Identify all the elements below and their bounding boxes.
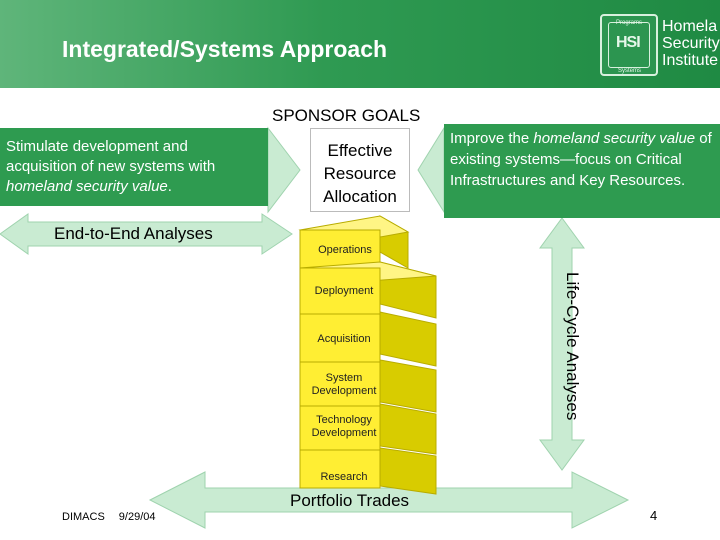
arrow-right-to-center bbox=[417, 126, 445, 214]
block-research bbox=[299, 447, 437, 495]
goal-center-line-3: Allocation bbox=[323, 187, 397, 206]
hsi-logo: Programs HSI Systems bbox=[600, 14, 658, 76]
block-system-development bbox=[299, 359, 437, 413]
logo-frame bbox=[608, 22, 650, 68]
goal-right-text-b: homeland security value bbox=[533, 130, 696, 147]
logo-top-label: Programs bbox=[616, 20, 643, 26]
institute-line-3: Institute bbox=[662, 52, 719, 69]
goal-center-line-1: Effective bbox=[327, 141, 393, 160]
goal-improve-existing-systems: Improve the homeland security value of e… bbox=[444, 124, 720, 218]
logo-mark: HSI bbox=[616, 34, 641, 51]
life-cycle-analyses-label: Life-Cycle Analyses bbox=[563, 272, 582, 421]
end-to-end-arrow bbox=[0, 213, 293, 255]
portfolio-trades-label: Portfolio Trades bbox=[290, 491, 410, 510]
block-operations bbox=[298, 215, 410, 269]
stage-label-system-development-2: Development bbox=[311, 385, 377, 397]
block-technology-development bbox=[299, 403, 437, 455]
stage-label-acquisition: Acquisition bbox=[317, 333, 371, 345]
arrow-left-to-center bbox=[267, 126, 301, 214]
stage-label-technology-development-1: Technology bbox=[316, 414, 372, 426]
goal-left-text-c: . bbox=[167, 178, 172, 195]
stage-label-technology-development-2: Development bbox=[311, 427, 377, 439]
stage-label-technology-development: Technology Development bbox=[300, 414, 388, 440]
logo-bottom-label: Systems bbox=[618, 68, 642, 74]
institute-line-2: Security bbox=[662, 35, 720, 52]
sponsor-goals-heading: SPONSOR GOALS bbox=[272, 106, 421, 125]
end-to-end-analyses-label: End-to-End Analyses bbox=[54, 224, 213, 243]
stage-label-system-development-1: System bbox=[325, 372, 363, 384]
stage-label-system-development: System Development bbox=[300, 372, 388, 398]
institute-name: Homela Security Institute bbox=[662, 18, 720, 69]
stage-label-deployment: Deployment bbox=[314, 285, 374, 297]
goal-right-text-c: of existing systems—focus on Critical In… bbox=[450, 130, 712, 189]
footer-date: 9/29/04 bbox=[118, 511, 156, 523]
goal-left-text-b: homeland security value bbox=[6, 178, 168, 195]
goal-effective-resource-allocation: Effective Resource Allocation bbox=[310, 128, 410, 212]
footer-org: DIMACS bbox=[62, 511, 105, 523]
header-banner: Integrated/Systems Approach Programs HSI… bbox=[0, 0, 720, 88]
stage-label-operations: Operations bbox=[318, 244, 372, 256]
page-number: 4 bbox=[650, 508, 658, 523]
goal-right-text-a: Improve the bbox=[450, 130, 534, 147]
institute-line-1: Homela bbox=[662, 18, 718, 35]
block-deployment bbox=[299, 261, 437, 319]
life-cycle-arrow bbox=[539, 217, 585, 471]
portfolio-arrow bbox=[148, 471, 630, 529]
stage-label-research: Research bbox=[320, 471, 368, 483]
block-acquisition bbox=[299, 311, 437, 367]
slide-title: Integrated/Systems Approach bbox=[62, 36, 388, 62]
footer-info: DIMACS 9/29/04 bbox=[62, 511, 155, 523]
stage-blocks bbox=[298, 215, 437, 495]
goal-stimulate-development: Stimulate development and acquisition of… bbox=[0, 128, 268, 206]
goal-left-text-a: Stimulate development and acquisition of… bbox=[6, 138, 216, 175]
goal-center-line-2: Resource bbox=[323, 164, 397, 183]
